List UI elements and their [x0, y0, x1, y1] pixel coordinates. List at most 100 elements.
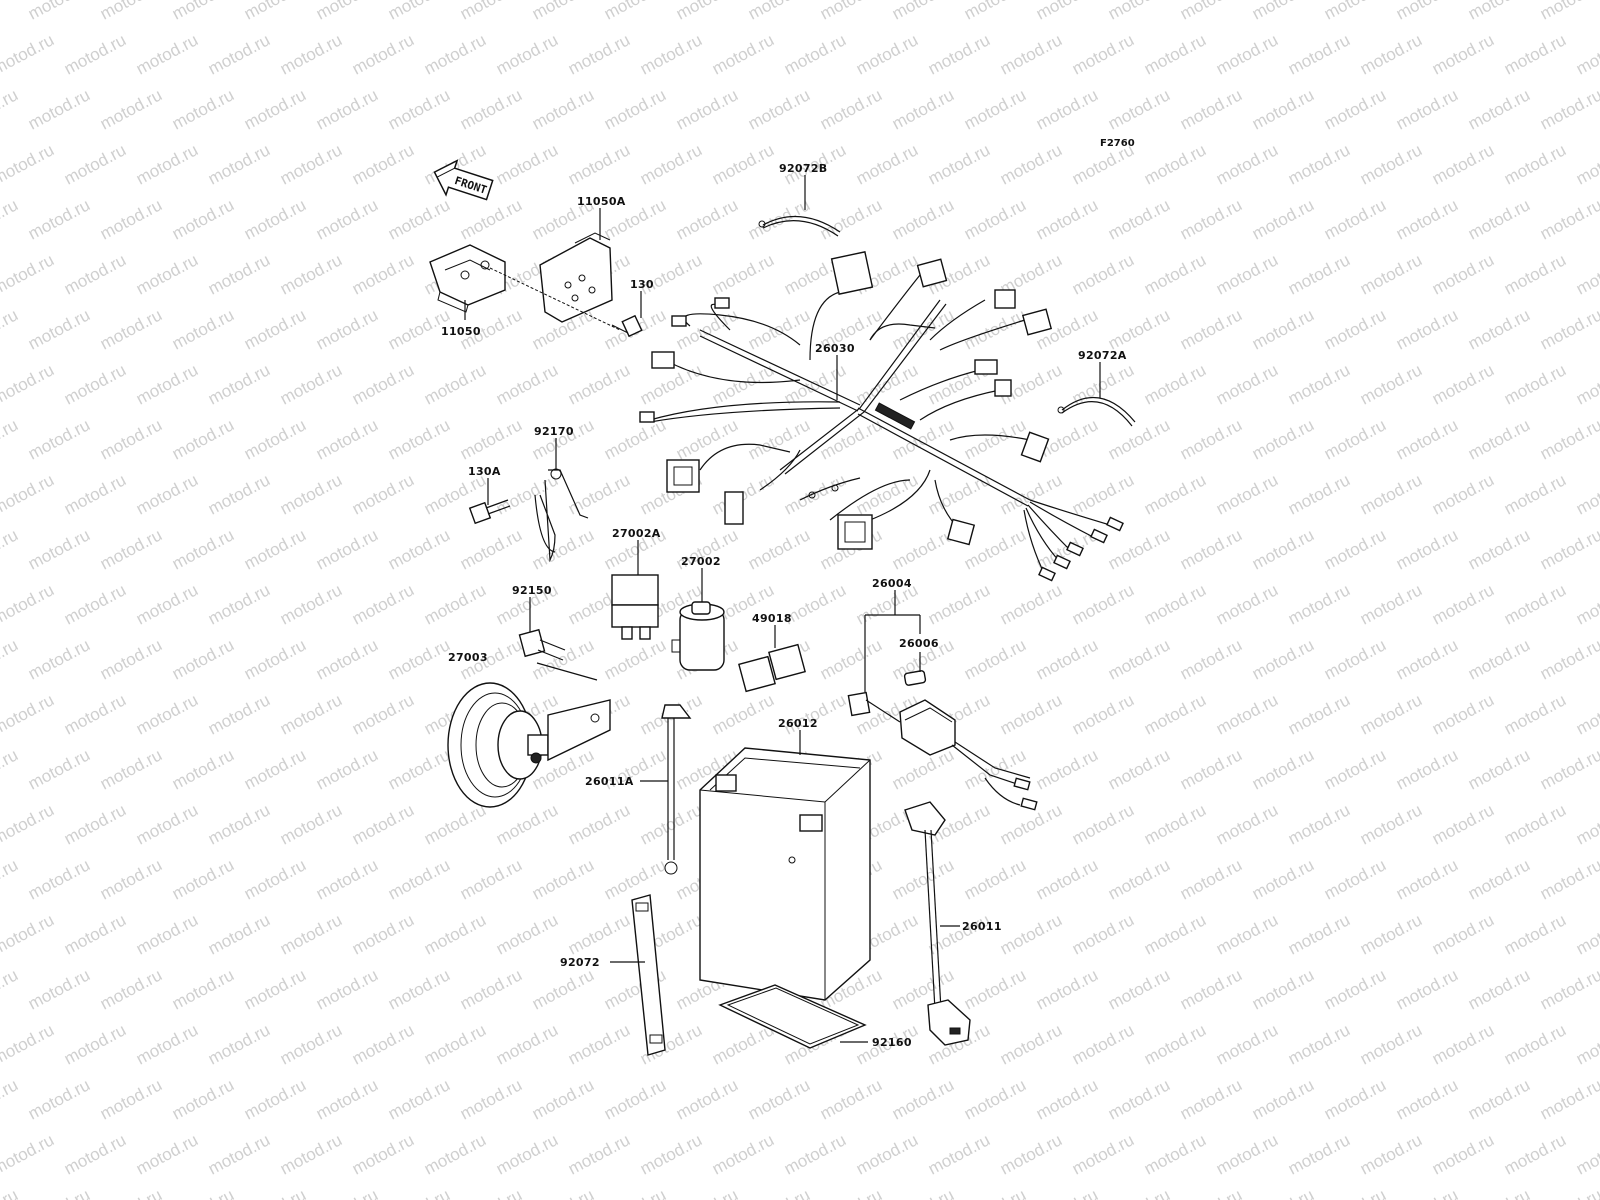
watermark-text: motod.ru — [1357, 800, 1425, 848]
watermark-text: motod.ru — [1285, 690, 1353, 738]
watermark-text: motod.ru — [1105, 85, 1173, 133]
watermark-text: motod.ru — [997, 910, 1065, 958]
watermark-text: motod.ru — [1573, 140, 1600, 188]
watermark-text: motod.ru — [25, 635, 93, 683]
watermark-text: motod.ru — [1501, 470, 1569, 518]
watermark-text: motod.ru — [385, 745, 453, 793]
watermark-text: motod.ru — [1537, 1075, 1600, 1123]
watermark-text: motod.ru — [349, 140, 417, 188]
watermark-text: motod.ru — [1213, 690, 1281, 738]
watermark-text: motod.ru — [565, 1130, 633, 1178]
watermark-text: motod.ru — [961, 855, 1029, 903]
watermark-text: motod.ru — [205, 690, 273, 738]
watermark-text: motod.ru — [1069, 360, 1137, 408]
watermark-text: motod.ru — [1537, 305, 1600, 353]
watermark-text: motod.ru — [97, 635, 165, 683]
watermark-text: motod.ru — [1429, 250, 1497, 298]
watermark-text: motod.ru — [1357, 250, 1425, 298]
watermark-text: motod.ru — [169, 0, 237, 24]
watermark-text: motod.ru — [1105, 635, 1173, 683]
relay-27002a — [611, 574, 659, 640]
watermark-text: motod.ru — [349, 690, 417, 738]
watermark-text: motod.ru — [853, 140, 921, 188]
watermark-text: motod.ru — [1177, 745, 1245, 793]
lead-26011a — [661, 704, 692, 875]
watermark-text: motod.ru — [961, 0, 1029, 24]
watermark-text: motod.ru — [0, 140, 57, 188]
watermark-text: motod.ru — [1429, 30, 1497, 78]
watermark-text: motod.ru — [97, 855, 165, 903]
watermark-text: motod.ru — [1321, 635, 1389, 683]
watermark-text: motod.ru — [1105, 1185, 1173, 1200]
watermark-text: motod.ru — [1465, 1075, 1533, 1123]
watermark-text: motod.ru — [1105, 0, 1173, 24]
watermark-text: motod.ru — [1357, 910, 1425, 958]
watermark-text: motod.ru — [1213, 140, 1281, 188]
watermark-text: motod.ru — [1141, 470, 1209, 518]
watermark-text: motod.ru — [1069, 910, 1137, 958]
watermark-text: motod.ru — [1357, 690, 1425, 738]
watermark-text: motod.ru — [1393, 745, 1461, 793]
watermark-text: motod.ru — [997, 580, 1065, 628]
watermark-text: motod.ru — [1285, 360, 1353, 408]
watermark-text: motod.ru — [997, 1020, 1065, 1068]
watermark-text: motod.ru — [25, 0, 93, 24]
watermark-text: motod.ru — [745, 1185, 813, 1200]
watermark-text: motod.ru — [385, 965, 453, 1013]
watermark-text: motod.ru — [133, 250, 201, 298]
watermark-text: motod.ru — [457, 1185, 525, 1200]
watermark-text: motod.ru — [1393, 965, 1461, 1013]
watermark-text: motod.ru — [1321, 305, 1389, 353]
watermark-text: motod.ru — [565, 30, 633, 78]
watermark-text: motod.ru — [1321, 195, 1389, 243]
watermark-text: motod.ru — [1033, 745, 1101, 793]
watermark-text: motod.ru — [1393, 415, 1461, 463]
clamp-92170 — [534, 468, 589, 563]
watermark-text: motod.ru — [853, 30, 921, 78]
watermark-text: motod.ru — [1573, 580, 1600, 628]
watermark-text: motod.ru — [529, 85, 597, 133]
watermark-text: motod.ru — [457, 525, 525, 573]
watermark-text: motod.ru — [637, 800, 705, 848]
watermark-text: motod.ru — [1141, 580, 1209, 628]
watermark-text: motod.ru — [1429, 690, 1497, 738]
watermark-text: motod.ru — [61, 580, 129, 628]
watermark-text: motod.ru — [1429, 1130, 1497, 1178]
watermark-text: motod.ru — [169, 745, 237, 793]
watermark-text: motod.ru — [61, 910, 129, 958]
watermark-text: motod.ru — [277, 30, 345, 78]
cable-tie-92072a — [1057, 396, 1136, 427]
watermark-text: motod.ru — [817, 85, 885, 133]
watermark-text: motod.ru — [349, 910, 417, 958]
watermark-text: motod.ru — [97, 195, 165, 243]
watermark-text: motod.ru — [61, 250, 129, 298]
watermark-text: motod.ru — [0, 360, 57, 408]
watermark-text: motod.ru — [0, 195, 21, 243]
bracket-11050 — [429, 244, 506, 313]
watermark-text: motod.ru — [529, 0, 597, 24]
watermark-text: motod.ru — [961, 85, 1029, 133]
watermark-text: motod.ru — [0, 250, 57, 298]
watermark-text: motod.ru — [1069, 800, 1137, 848]
watermark-text: motod.ru — [745, 305, 813, 353]
watermark-text: motod.ru — [1141, 1020, 1209, 1068]
watermark-text: motod.ru — [1033, 195, 1101, 243]
watermark-text: motod.ru — [1285, 800, 1353, 848]
watermark-text: motod.ru — [0, 415, 21, 463]
watermark-text: motod.ru — [1069, 690, 1137, 738]
watermark-text: motod.ru — [1249, 745, 1317, 793]
watermark-text: motod.ru — [1573, 800, 1600, 848]
watermark-text: motod.ru — [25, 85, 93, 133]
label-92072a: 92072A — [1078, 349, 1127, 362]
watermark-text: motod.ru — [1033, 1185, 1101, 1200]
label-130: 130 — [630, 278, 654, 291]
watermark-text: motod.ru — [529, 855, 597, 903]
watermark-text: motod.ru — [421, 910, 489, 958]
watermark-text: motod.ru — [565, 360, 633, 408]
watermark-text: motod.ru — [637, 1130, 705, 1178]
watermark-text: motod.ru — [1393, 635, 1461, 683]
watermark-text: motod.ru — [529, 415, 597, 463]
watermark-text: motod.ru — [1465, 745, 1533, 793]
watermark-text: motod.ru — [133, 580, 201, 628]
